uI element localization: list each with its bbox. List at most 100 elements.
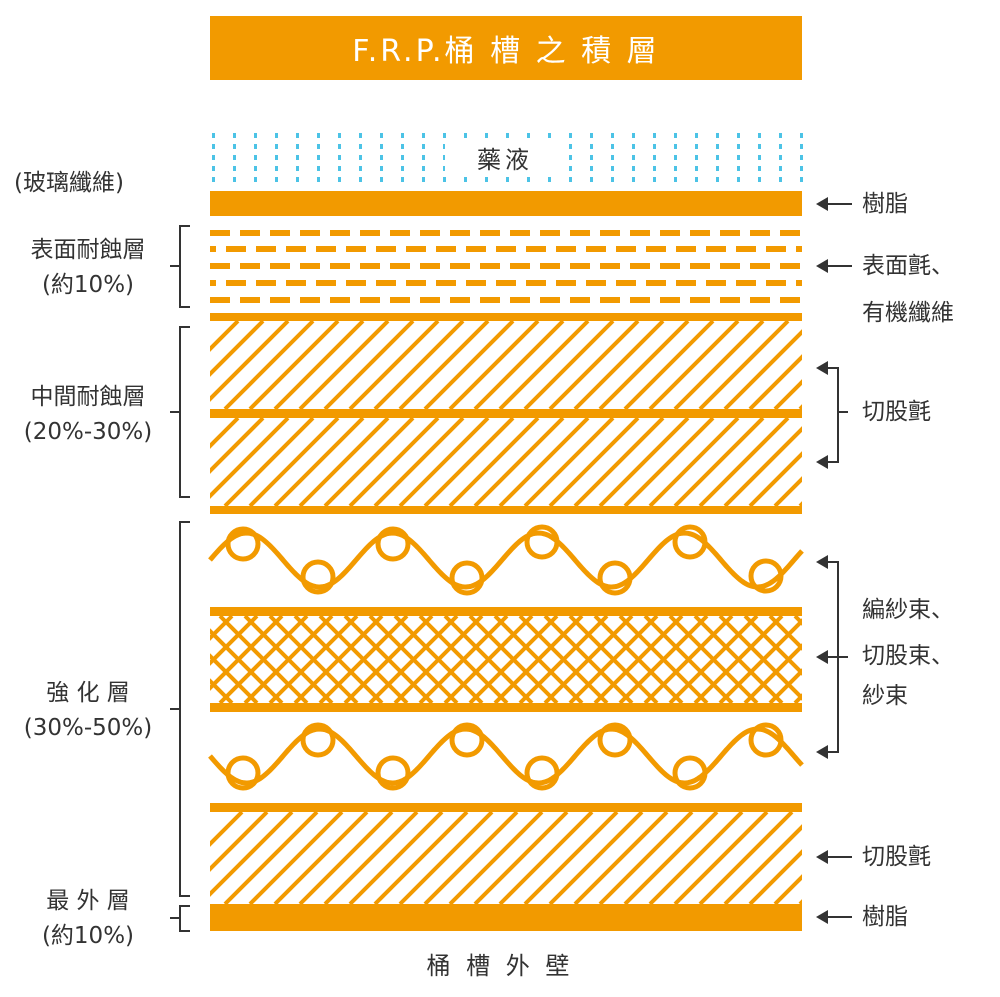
hatch-line	[673, 418, 765, 506]
surface-dash	[346, 246, 366, 252]
left-arrow-icon	[816, 555, 828, 569]
roving-circle	[597, 722, 633, 758]
chopped-mat-hatch-1	[210, 321, 802, 409]
resin-top-label: 樹脂	[862, 191, 908, 217]
roving-circle	[300, 559, 336, 595]
surface-dash	[406, 246, 426, 252]
liquid-dot	[632, 166, 635, 171]
liquid-dot	[443, 144, 446, 149]
surface-dash	[256, 246, 276, 252]
hatch-line	[748, 354, 802, 409]
surface-dash	[780, 263, 800, 269]
surface-dash	[526, 246, 546, 252]
cross-line	[210, 616, 234, 641]
surface-dash	[420, 297, 440, 303]
surface-dash	[796, 246, 802, 252]
hatch-line	[323, 812, 419, 904]
resin-bottom-label: 樹脂	[862, 904, 908, 930]
liquid-dot	[674, 166, 677, 171]
surface-dash	[270, 297, 290, 303]
surface-dash	[750, 230, 770, 236]
liquid-dot	[716, 133, 719, 138]
hatch-line	[448, 812, 544, 904]
liquid-dot	[254, 144, 257, 149]
hatch-line	[698, 812, 794, 904]
surface-dash	[240, 297, 260, 303]
surface-dash	[660, 297, 680, 303]
liquid-dot	[359, 144, 362, 149]
cross-line	[568, 616, 659, 703]
roving-circle	[449, 560, 485, 596]
reinforce-layer-name: 強 化 層	[46, 680, 130, 706]
left-arrow-icon	[816, 197, 828, 211]
chopped-mat-label-1: 切股氈	[862, 399, 931, 425]
liquid-dot	[317, 144, 320, 149]
hatch-line	[248, 321, 340, 409]
resin-bottom-layer	[210, 904, 802, 931]
hatch-line	[210, 418, 265, 474]
hatch-line	[373, 418, 465, 506]
surface-dash	[510, 263, 530, 269]
liquid-dot	[296, 155, 299, 160]
liquid-dot	[464, 177, 467, 182]
liquid-dot	[233, 133, 236, 138]
surface-dash	[406, 280, 426, 286]
surface-dash	[720, 297, 740, 303]
surface-dash	[210, 280, 216, 286]
surface-dash	[660, 230, 680, 236]
hatch-line	[723, 329, 802, 409]
reinforce-line-1	[210, 607, 802, 616]
surface-dash	[510, 297, 530, 303]
hatch-line	[498, 321, 590, 409]
liquid-dot	[317, 155, 320, 160]
liquid-dot	[254, 166, 257, 171]
liquid-dot	[800, 133, 803, 138]
hatch-line	[210, 321, 290, 402]
liquid-dot	[380, 144, 383, 149]
surface-dash	[376, 280, 396, 286]
hatch-line	[573, 812, 669, 904]
hatch-line	[423, 418, 515, 506]
liquid-dot	[653, 177, 656, 182]
surface-dash	[736, 246, 756, 252]
hatch-line	[548, 321, 640, 409]
liquid-dot	[737, 166, 740, 171]
liquid-dot	[674, 155, 677, 160]
surface-dash	[556, 280, 576, 286]
liquid-dot	[758, 133, 761, 138]
left-arrow-icon	[816, 650, 828, 664]
hatch-line	[698, 321, 790, 409]
liquid-dot	[443, 166, 446, 171]
hatch-line	[875, 418, 963, 506]
hatch-line	[723, 426, 802, 506]
liquid-dot	[464, 133, 467, 138]
cross-line	[768, 668, 802, 703]
surface-layer-pct: (約10%)	[41, 272, 135, 298]
hatch-line	[673, 812, 769, 904]
cross-line	[293, 616, 384, 703]
surface-dash	[690, 263, 710, 269]
surface-dash	[676, 246, 696, 252]
surface-dash	[360, 230, 380, 236]
roving-label-3: 紗束	[862, 683, 908, 709]
reinforce-layer-pct: (30%-50%)	[23, 715, 153, 741]
cross-line	[210, 653, 259, 703]
surface-dash	[600, 263, 620, 269]
surface-dash	[496, 280, 516, 286]
hatch-line	[323, 418, 415, 506]
roving-circle	[225, 526, 261, 562]
liquid-dot	[527, 177, 530, 182]
surface-dash	[316, 246, 336, 252]
hatch-line	[673, 321, 765, 409]
liquid-dot	[401, 166, 404, 171]
liquid-dot	[779, 155, 782, 160]
cross-line	[543, 616, 634, 703]
cross-line	[443, 616, 534, 703]
surface-dash	[270, 263, 290, 269]
cross-line	[243, 616, 334, 703]
surface-dash	[376, 246, 396, 252]
surface-dash	[780, 230, 800, 236]
liquid-dot	[800, 166, 803, 171]
liquid-dot	[338, 177, 341, 182]
liquid-label: 藥液	[445, 143, 565, 177]
